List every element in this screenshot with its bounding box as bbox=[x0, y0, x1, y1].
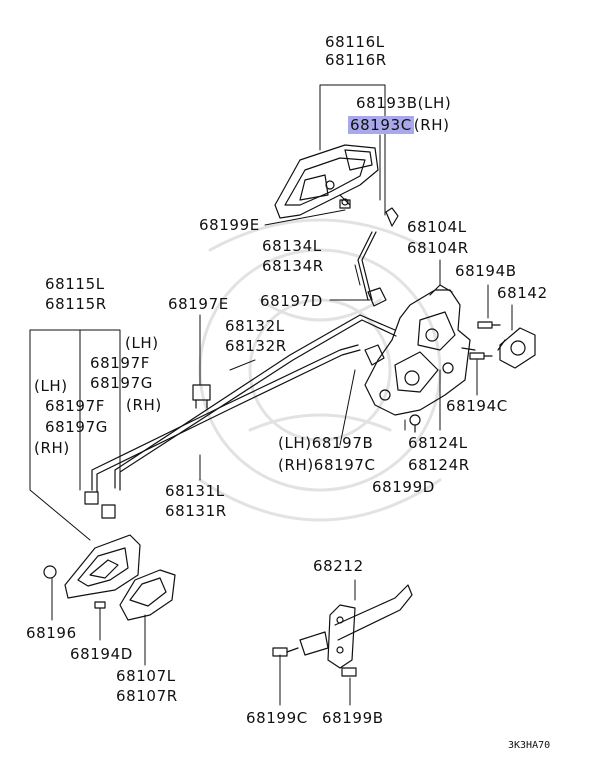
watermark-emblem bbox=[198, 218, 442, 522]
part-label: 68124R bbox=[408, 456, 470, 474]
rod-68134-drawing bbox=[357, 207, 399, 307]
part-label: 68142 bbox=[497, 284, 548, 302]
part-label: 68131L bbox=[165, 482, 225, 500]
part-label: 68194C bbox=[446, 397, 508, 415]
cap-68196 bbox=[43, 565, 57, 579]
part-label: 68115L bbox=[45, 275, 105, 293]
part-label: 68197F bbox=[90, 354, 150, 372]
part-label: 68132L bbox=[225, 317, 285, 335]
part-label: 68107R bbox=[116, 687, 178, 705]
part-label: 68196 bbox=[26, 624, 77, 642]
clip-68197B bbox=[364, 344, 385, 366]
part-label: 68199E bbox=[199, 216, 260, 234]
part-label: 68197G bbox=[45, 418, 108, 436]
screw-68194D bbox=[94, 601, 106, 609]
part-label: 68132R bbox=[225, 337, 287, 355]
leader-lines bbox=[29, 84, 513, 706]
bolt-68199C bbox=[272, 647, 299, 657]
part-label: 68199C bbox=[246, 709, 308, 727]
part-label: 68199D bbox=[372, 478, 435, 496]
clip-68197E bbox=[192, 384, 211, 409]
part-label: (RH) bbox=[126, 396, 162, 414]
clip-68197F bbox=[84, 491, 116, 519]
highlighted-part-number: 68193C bbox=[348, 116, 414, 134]
part-label: 68116R bbox=[325, 51, 387, 69]
part-label: 68197E bbox=[168, 295, 229, 313]
inside-handle-drawing bbox=[64, 534, 141, 599]
part-label: 68107L bbox=[116, 667, 176, 685]
part-label: 68212 bbox=[313, 557, 364, 575]
part-label: 68199B bbox=[322, 709, 384, 727]
screw-68199D bbox=[409, 414, 421, 433]
part-label: (LH) bbox=[34, 377, 68, 395]
door-check-drawing bbox=[299, 584, 413, 669]
part-label: 68193B(LH) bbox=[356, 94, 452, 112]
part-label: 68197G bbox=[90, 374, 153, 392]
part-label: 68124L bbox=[408, 434, 468, 452]
rod-68132-drawing bbox=[114, 314, 397, 491]
latch-assembly-drawing bbox=[364, 284, 476, 416]
part-label: 68197F bbox=[45, 397, 105, 415]
part-label: 68134L bbox=[262, 237, 322, 255]
side-qualifier: (RH) bbox=[413, 116, 450, 134]
bolt-68199B bbox=[341, 667, 357, 677]
part-label: (LH) bbox=[125, 334, 159, 352]
part-label-highlighted: 68193C(RH) bbox=[348, 116, 450, 134]
part-label: 68194D bbox=[70, 645, 133, 663]
part-label: (LH)68197B bbox=[278, 434, 374, 452]
striker-drawing bbox=[497, 327, 536, 369]
screw-68199E bbox=[339, 199, 351, 209]
diagram-code: 3K3HA70 bbox=[508, 740, 551, 751]
part-label: (RH) bbox=[34, 439, 70, 457]
part-label: 68104R bbox=[407, 239, 469, 257]
part-label: 68104L bbox=[407, 218, 467, 236]
part-label: 68131R bbox=[165, 502, 227, 520]
part-label: (RH)68197C bbox=[278, 456, 376, 474]
outside-handle-drawing bbox=[274, 144, 379, 219]
screw-68194C bbox=[469, 352, 493, 360]
rod-68131-drawing bbox=[91, 344, 361, 493]
part-label: 68115R bbox=[45, 295, 107, 313]
part-label: 68194B bbox=[455, 262, 517, 280]
part-label: 68134R bbox=[262, 257, 324, 275]
bezel-drawing bbox=[119, 569, 176, 621]
part-label: 68116L bbox=[325, 33, 385, 51]
screw-68194B bbox=[477, 321, 501, 329]
part-label: 68197D bbox=[260, 292, 323, 310]
